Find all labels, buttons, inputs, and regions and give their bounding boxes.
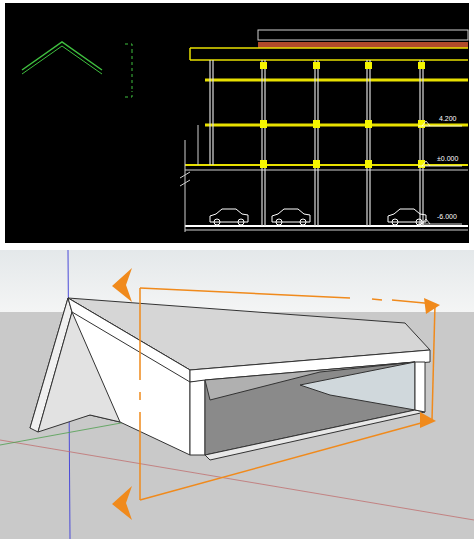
cad-panel [5, 3, 469, 243]
level-label: ±0.000 [436, 155, 459, 162]
level-label: 4.200 [438, 115, 458, 122]
arrow-heads [112, 268, 440, 520]
roof-profile-inner [22, 46, 102, 74]
ground [0, 250, 474, 539]
roof-edge [258, 30, 468, 40]
floor-slab [205, 79, 468, 82]
gable-model [30, 298, 430, 460]
section-mark [125, 44, 132, 97]
follow-me-path [140, 288, 435, 500]
basement-floor [185, 225, 468, 227]
columns [210, 60, 423, 226]
cars [210, 209, 426, 225]
level-label: -6.000 [436, 213, 458, 220]
roof-tiles [258, 42, 468, 48]
